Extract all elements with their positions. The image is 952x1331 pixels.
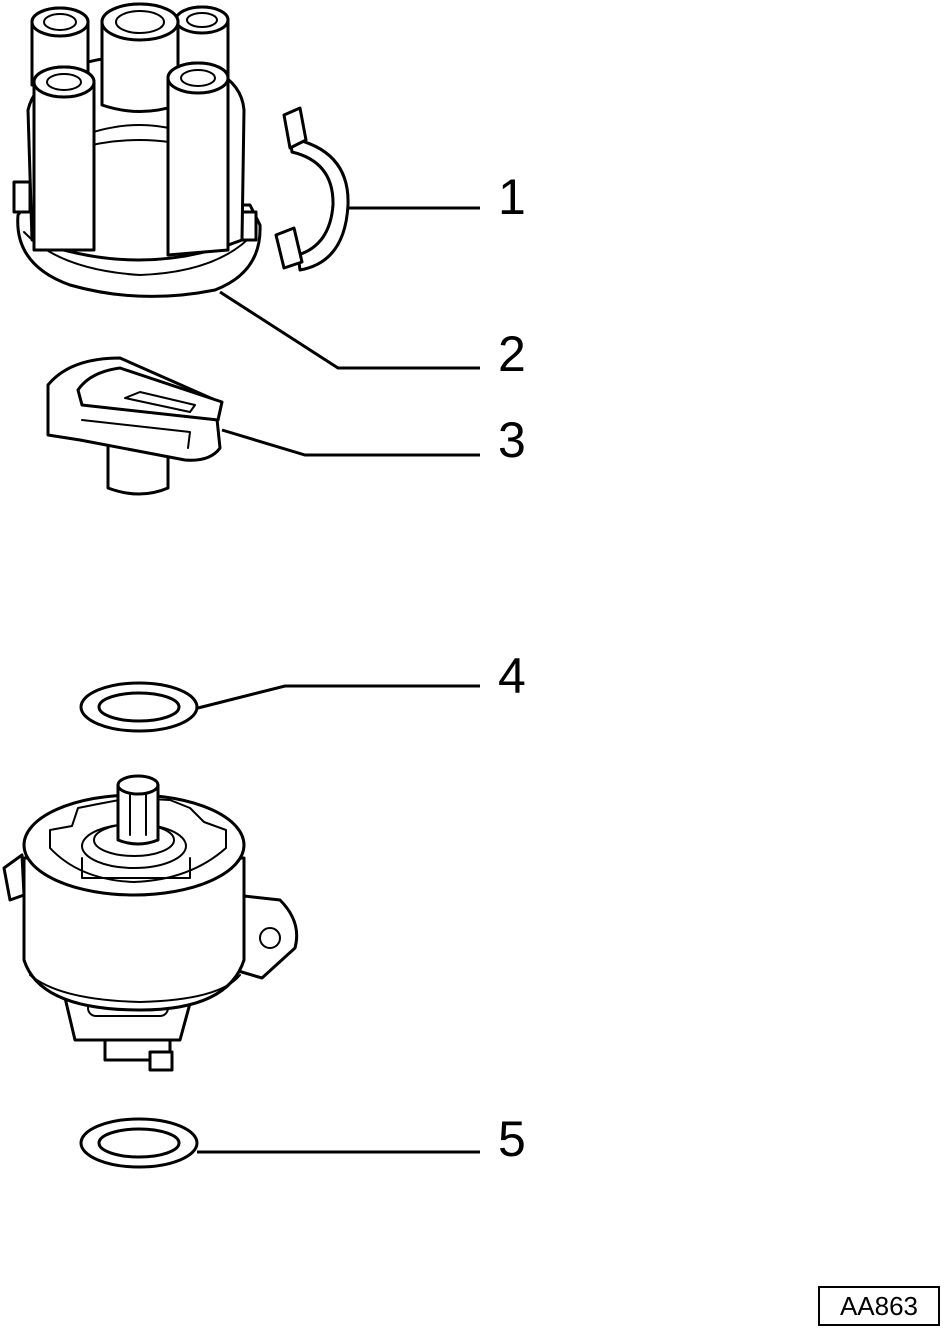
retaining-clip [274, 106, 350, 272]
callout-5: 5 [498, 1111, 526, 1167]
upper-seal-ring [79, 681, 199, 733]
reference-code: AA863 [839, 1290, 919, 1321]
rotor-arm [46, 356, 224, 496]
lower-seal-ring [79, 1117, 199, 1169]
reference-code-box: AA863 [818, 1286, 940, 1326]
callout-3: 3 [498, 412, 526, 468]
callout-2: 2 [498, 326, 526, 382]
leader-line-3 [221, 428, 480, 457]
distributor-cap [12, 2, 262, 298]
callout-1: 1 [498, 169, 526, 225]
callout-4: 4 [498, 648, 526, 704]
leader-line-4 [197, 684, 480, 710]
distributor-body [2, 774, 299, 1072]
leader-line-2 [219, 290, 480, 370]
